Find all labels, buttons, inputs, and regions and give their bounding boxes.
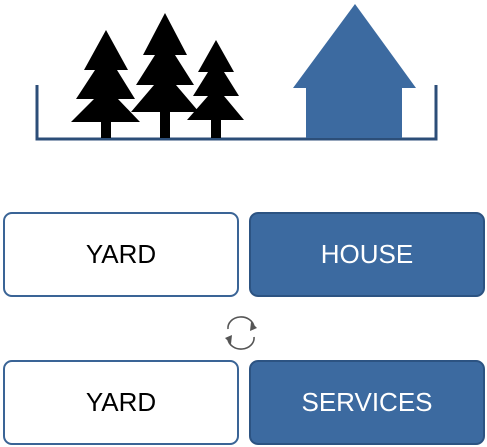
ground-line: [35, 85, 438, 141]
tree-icon: [131, 13, 199, 138]
services-label: SERVICES: [301, 387, 433, 417]
yard-house-scene: [35, 4, 438, 141]
yard-box-top: YARD: [3, 212, 239, 297]
services-box: SERVICES: [249, 360, 485, 445]
tree-icon: [187, 40, 244, 138]
tree-icon: [71, 30, 140, 138]
yard-box-bottom: YARD: [3, 360, 239, 445]
house-box: HOUSE: [249, 212, 485, 297]
house-label: HOUSE: [320, 239, 414, 269]
house-icon: [293, 4, 416, 138]
yard-label: YARD: [85, 387, 157, 417]
swap-cycle-icon: [225, 316, 257, 350]
yard-label: YARD: [85, 239, 157, 269]
